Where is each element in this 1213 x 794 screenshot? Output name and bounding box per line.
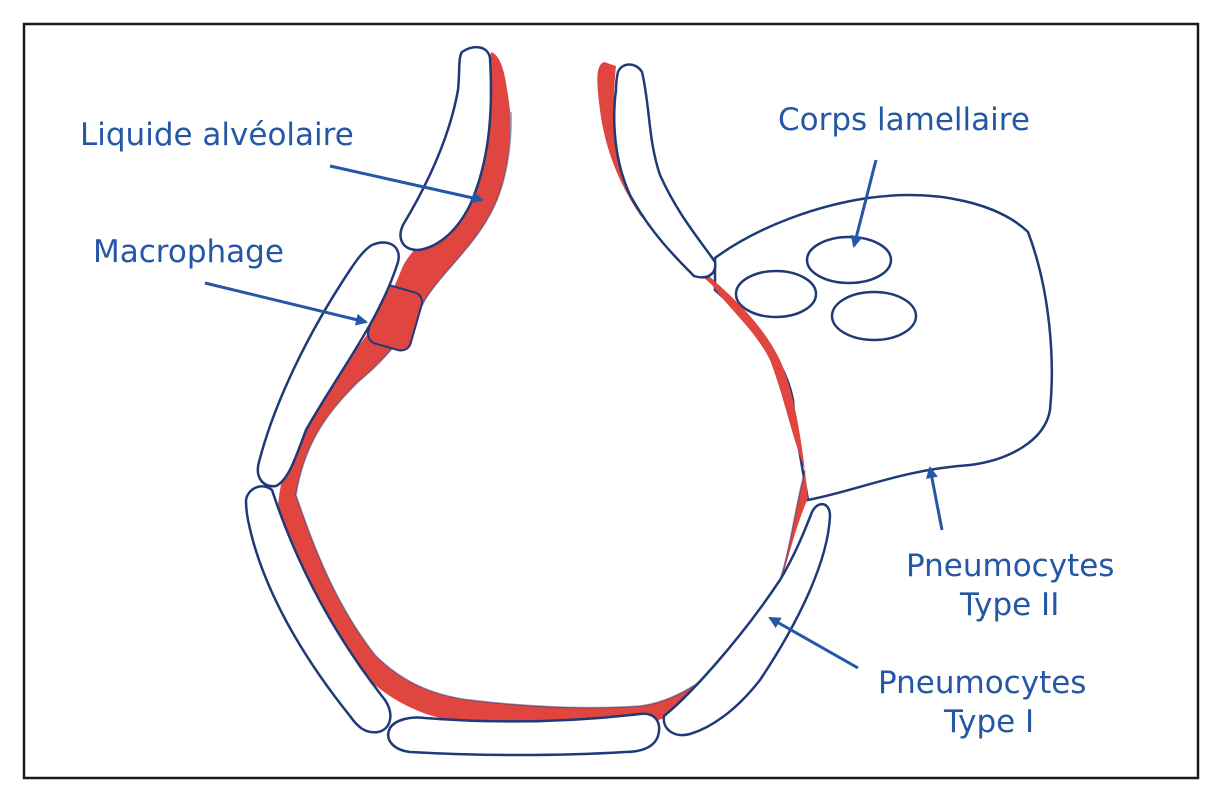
lamellar-body-3: [832, 292, 916, 340]
label-liquide-alveolaire: Liquide alvéolaire: [80, 117, 354, 153]
alveolar-liquid-layer: [278, 52, 808, 727]
label-type-ii-line2: Type II: [959, 587, 1059, 623]
lamellar-body-2: [736, 271, 816, 317]
label-type-i-line1: Pneumocytes: [878, 665, 1086, 701]
label-corps-lamellaire: Corps lamellaire: [778, 102, 1030, 138]
type-i-cell-right-bottom: [664, 504, 830, 735]
label-type-ii-line1: Pneumocytes: [906, 548, 1114, 584]
lamellar-body-1: [807, 237, 891, 283]
type-i-cell-top-right: [614, 65, 715, 278]
arrow-type-ii: [930, 468, 942, 530]
label-macrophage: Macrophage: [93, 234, 284, 270]
type-i-cell-left-bottom: [246, 486, 390, 732]
label-type-i-line2: Type I: [943, 704, 1034, 740]
liquid-inner-outline: [296, 112, 805, 708]
